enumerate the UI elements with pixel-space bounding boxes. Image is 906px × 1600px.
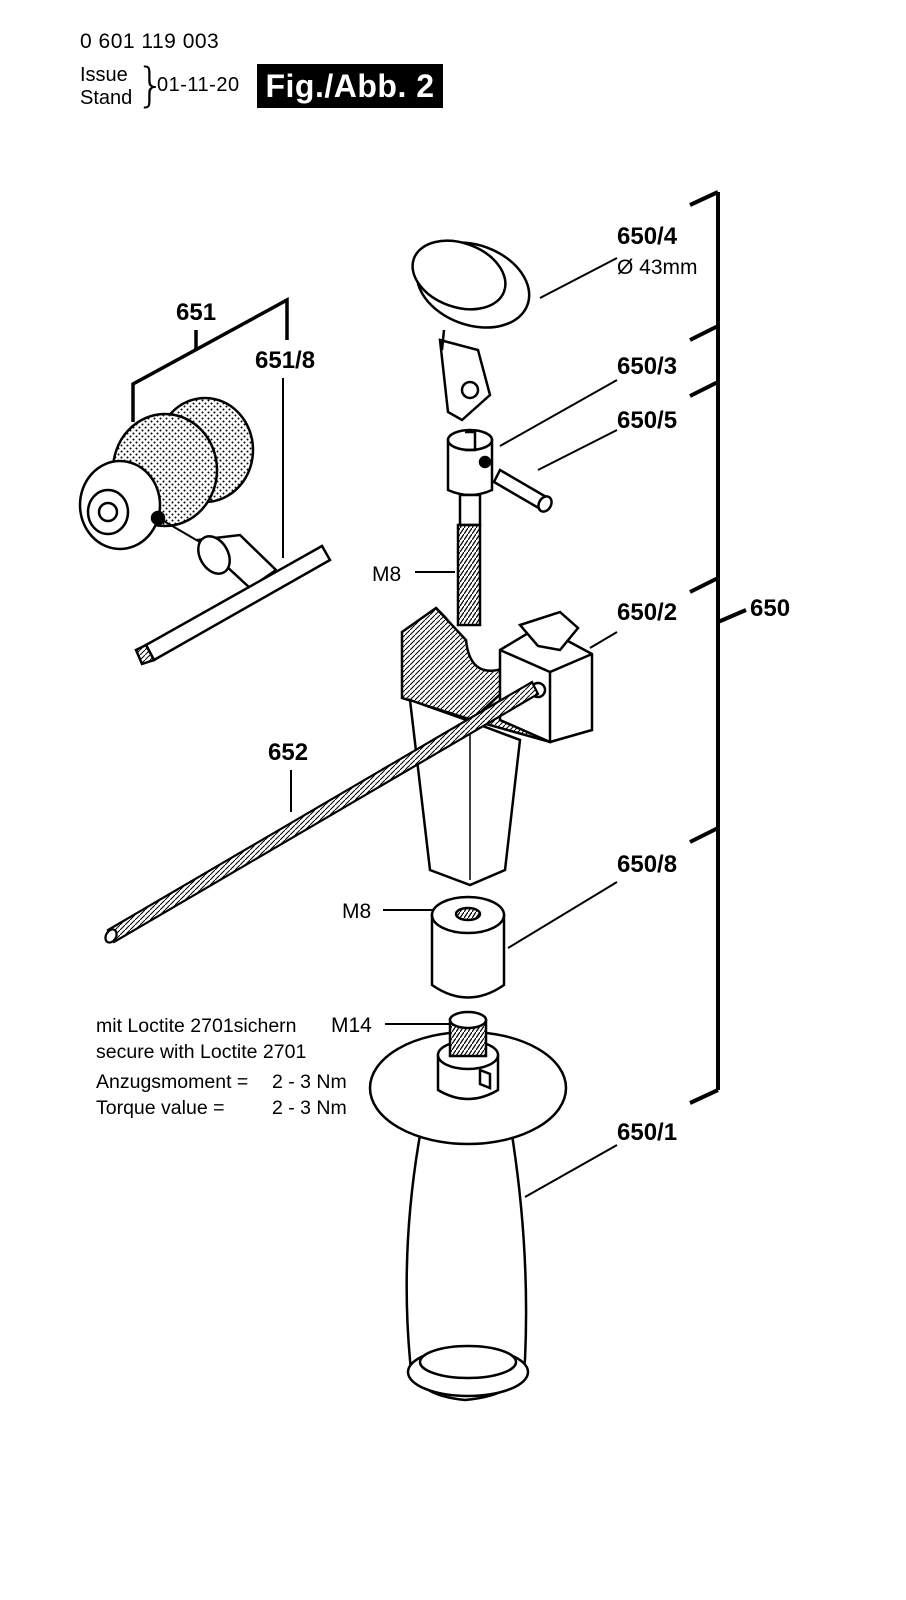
sleeve-nut — [430, 895, 506, 999]
leader-lines — [282, 257, 618, 1198]
label-650-5: 650/5 — [617, 407, 677, 434]
label-m8-lower: M8 — [342, 900, 371, 923]
note-torque-de-value: 2 - 3 Nm — [272, 1071, 347, 1093]
threaded-bolt — [446, 428, 494, 627]
label-650-3: 650/3 — [617, 353, 677, 380]
note-loctite-en: secure with Loctite 2701 — [96, 1041, 306, 1063]
assembly-notes: mit Loctite 2701sichern secure with Loct… — [96, 1015, 347, 1119]
label-650-4: 650/4 — [617, 223, 678, 250]
part-labels: 650/4 Ø 43mm 651 651/8 650/3 650/5 M8 65… — [176, 223, 790, 1146]
label-651: 651 — [176, 299, 216, 326]
figure-label: Fig./Abb. 2 — [257, 64, 443, 108]
issue-stand-label: Issue Stand — [80, 64, 132, 110]
clamp-ring-icon — [411, 239, 531, 422]
label-650-2: 650/2 — [617, 599, 677, 626]
assembly-bracket-651 — [131, 297, 289, 422]
label-652: 652 — [268, 739, 308, 766]
assembly-bracket-650 — [689, 190, 747, 1105]
drill-chuck-icon — [78, 396, 255, 551]
label-650-8: 650/8 — [617, 851, 677, 878]
locking-pin — [492, 468, 553, 513]
note-loctite-de: mit Loctite 2701sichern — [96, 1015, 297, 1037]
issue-date: 01-11-20 — [157, 74, 240, 96]
part-number: 0 601 119 003 — [80, 30, 220, 53]
stand-label: Stand — [80, 87, 133, 109]
label-diameter-43: Ø 43mm — [617, 256, 698, 279]
handle-icon — [368, 1010, 568, 1402]
label-m14: M14 — [331, 1014, 372, 1037]
note-torque-en-value: 2 - 3 Nm — [272, 1097, 347, 1119]
chuck-key — [134, 519, 332, 666]
label-650-1: 650/1 — [617, 1119, 677, 1146]
label-m8-upper: M8 — [372, 563, 401, 586]
label-650: 650 — [750, 595, 790, 622]
brace-glyph: } — [136, 58, 166, 112]
depth-rod — [104, 680, 540, 944]
issue-label: Issue — [80, 64, 128, 86]
label-651-8: 651/8 — [255, 347, 315, 374]
note-torque-en-label: Torque value = — [96, 1097, 224, 1119]
note-torque-de-label: Anzugsmoment = — [96, 1071, 248, 1093]
